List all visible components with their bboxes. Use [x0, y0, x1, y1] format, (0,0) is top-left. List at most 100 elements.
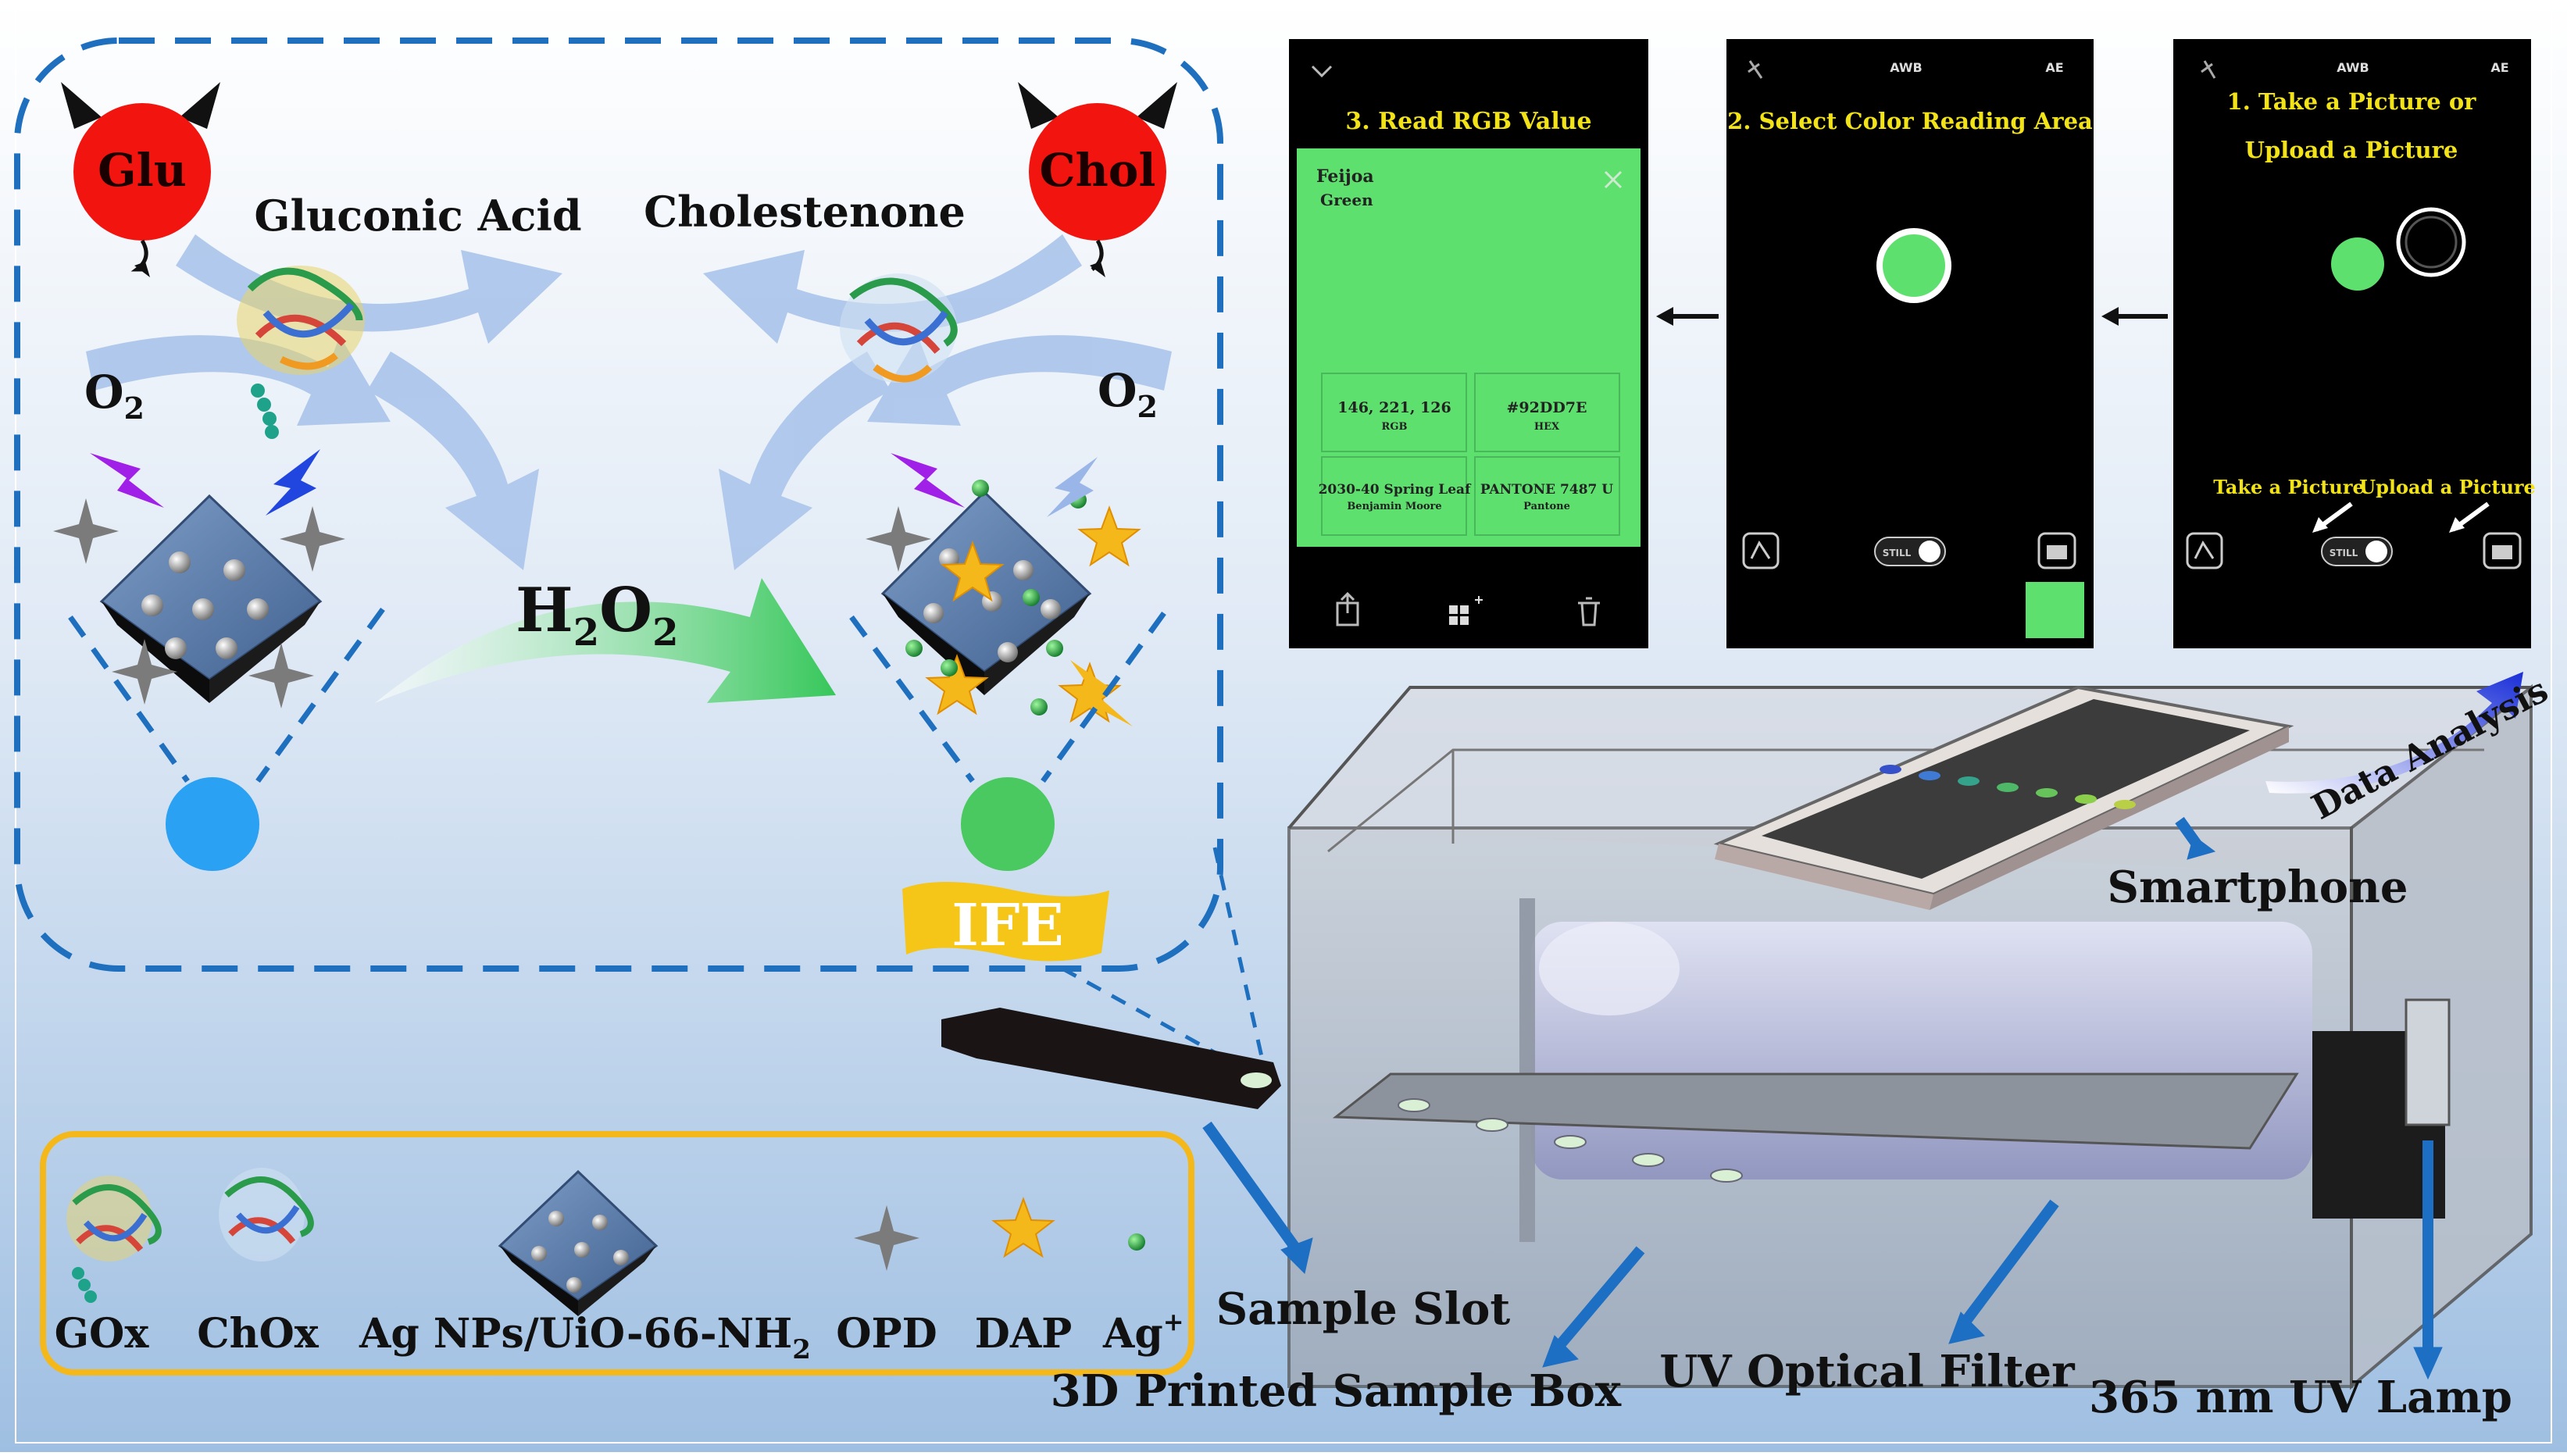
screen1-awb[interactable]: AWB: [2337, 60, 2369, 75]
zoom-line-b: [1212, 847, 1268, 1075]
left-pyramid-nanozyme: [99, 494, 323, 703]
add-grid-icon[interactable]: [1449, 596, 1483, 625]
hex-card: [1474, 373, 1620, 452]
ife-banner: [902, 882, 1109, 962]
blue-signal-dot: [166, 777, 259, 871]
legend-composite-label: Ag NPs/UiO-66-NH2: [359, 1310, 811, 1365]
selected-area: [1883, 234, 1945, 297]
legend-ag-label: Ag+: [1102, 1307, 1184, 1358]
screen1-still-label: STILL: [2330, 548, 2358, 558]
capture-ring[interactable]: [2396, 207, 2466, 277]
chevron-down-icon[interactable]: [1311, 65, 1333, 78]
smartphone-label: Smartphone: [2108, 862, 2408, 913]
optical-filter-label: UV Optical Filter: [1659, 1346, 2076, 1397]
sample-tray: [1332, 1072, 2299, 1150]
phone-screen-1: AWB AE 1. Take a Picture or Upload a Pic…: [2173, 39, 2536, 648]
preview-swatch: [2026, 582, 2084, 638]
gallery-icon[interactable]: [1742, 532, 1780, 569]
legend-gox-icon: [66, 1176, 162, 1303]
sample-box-device: [941, 683, 2533, 1390]
pantone-value: PANTONE 7487 U: [1480, 482, 1613, 498]
upload-picture-label[interactable]: Upload a Picture: [2359, 476, 2536, 498]
o2-left-label: O2: [84, 366, 145, 426]
pointer-arrows: [1202, 816, 2443, 1380]
optical-filter-plate: [1519, 898, 1535, 1242]
legend-dap-label: DAP: [975, 1310, 1073, 1358]
sample-slot-rod: [941, 1008, 1281, 1109]
rgb-label: RGB: [1382, 421, 1408, 433]
color-swatch-panel: [1297, 148, 1641, 547]
screen2-ae[interactable]: AE: [2045, 60, 2063, 75]
capture-ring-inner: [2405, 216, 2458, 269]
sample-box-label: 3D Printed Sample Box: [1051, 1365, 1622, 1417]
upload-arrow-head: [2449, 517, 2465, 533]
still-toggle[interactable]: [2321, 537, 2393, 566]
sample-wells: [1398, 1098, 1743, 1183]
take-picture-label[interactable]: Take a Picture: [2213, 476, 2365, 498]
smartphone-color-dots: [1880, 765, 2136, 809]
reaction-dashed-box: [14, 37, 1223, 972]
chol-devil-icon: [1018, 82, 1177, 277]
h2o2-arrow: [375, 578, 836, 703]
uv-lamp-label: 365 nm UV Lamp: [2089, 1372, 2512, 1423]
screen1-ae[interactable]: AE: [2490, 60, 2508, 75]
still-toggle[interactable]: [1874, 537, 1946, 566]
screen2-awb[interactable]: AWB: [1890, 60, 1923, 75]
data-analysis-arrow: [2265, 672, 2523, 794]
ife-label: IFE: [951, 892, 1064, 959]
screen2-still-label: STILL: [1883, 548, 1912, 558]
bm-label: Benjamin Moore: [1347, 501, 1441, 512]
chox-enzyme-icon: [840, 273, 958, 383]
glu-devil-icon: [61, 82, 220, 277]
legend-opd-label: OPD: [836, 1310, 937, 1358]
smartphone-device: [1713, 685, 2294, 910]
hex-value: #92DD7E: [1506, 399, 1587, 416]
cholestenone-label: Cholestenone: [644, 187, 966, 237]
screen1-title-line2: Upload a Picture: [2245, 137, 2458, 163]
left-lightning-icons: [90, 449, 320, 516]
legend-composite-icon: [498, 1169, 659, 1316]
screen3-title: 3. Read RGB Value: [1345, 108, 1591, 135]
glu-label: Glu: [98, 144, 187, 197]
camera-icon[interactable]: [2037, 532, 2076, 569]
screen2-title: 2. Select Color Reading Area: [1727, 108, 2093, 134]
right-lightning-icons: [891, 453, 1133, 726]
pantone-label: Pantone: [1523, 501, 1570, 512]
color-name-2: Green: [1320, 191, 1373, 209]
rgb-card: [1321, 373, 1467, 452]
legend-chox-icon: [219, 1168, 314, 1262]
expand-icon[interactable]: [1604, 170, 1623, 189]
trash-icon[interactable]: [1578, 597, 1600, 626]
share-icon[interactable]: [1336, 591, 1359, 626]
bm-value: 2030-40 Spring Leaf: [1319, 482, 1472, 498]
pantone-card: [1474, 456, 1620, 536]
flash-off-icon[interactable]: [2201, 60, 2216, 79]
phone-screen-2: AWB AE 2. Select Color Reading Area STIL…: [1726, 39, 2094, 648]
legend-ag-icon: [1128, 1233, 1145, 1251]
gluconic-acid-label: Gluconic Acid: [254, 191, 581, 241]
gallery-icon[interactable]: [2186, 532, 2223, 569]
sample-slot-label: Sample Slot: [1216, 1283, 1511, 1335]
legend-gox-label: GOx: [55, 1310, 150, 1358]
take-arrow-head: [2312, 517, 2328, 533]
h2o2-label: H2O2: [516, 575, 678, 655]
green-signal-dot: [961, 777, 1055, 871]
chol-label: Chol: [1039, 144, 1155, 197]
arrow-head-2-to-3: [1656, 307, 1673, 326]
flow-arrows: [86, 234, 1172, 570]
arrow-head-1-to-2: [2101, 307, 2119, 326]
camera-icon[interactable]: [2483, 532, 2522, 569]
color-name-1: Feijoa: [1316, 166, 1374, 187]
gox-enzyme-icon: [237, 266, 365, 439]
bm-card: [1321, 456, 1467, 536]
detection-guides: [68, 607, 1166, 783]
right-ag-ion-dots: [905, 480, 1087, 716]
o2-right-label: O2: [1098, 364, 1158, 424]
sample-spot: [2331, 237, 2384, 291]
rgb-value: 146, 221, 126: [1337, 399, 1451, 416]
phone-screen-3: 3. Read RGB Value Feijoa Green 146, 221,…: [1289, 39, 1648, 648]
flash-off-icon[interactable]: [1748, 60, 1763, 79]
hex-label: HEX: [1534, 421, 1560, 433]
